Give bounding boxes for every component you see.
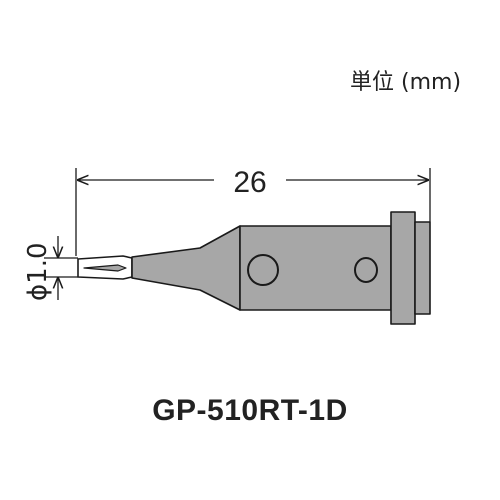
tip-flange-ring — [414, 221, 431, 315]
diameter-dimension-text: ϕ1.0 — [23, 243, 53, 302]
soldering-tip — [77, 211, 431, 325]
unit-label: 単位 (mm) — [350, 70, 462, 95]
tip-flange — [390, 211, 416, 325]
chisel-facet — [83, 264, 127, 272]
barrel-hole-small — [354, 257, 378, 283]
model-number: GP-510RT-1D — [152, 394, 348, 427]
length-dimension-text: 26 — [233, 166, 266, 199]
tip-taper — [131, 225, 241, 311]
barrel-hole-large — [247, 254, 279, 286]
